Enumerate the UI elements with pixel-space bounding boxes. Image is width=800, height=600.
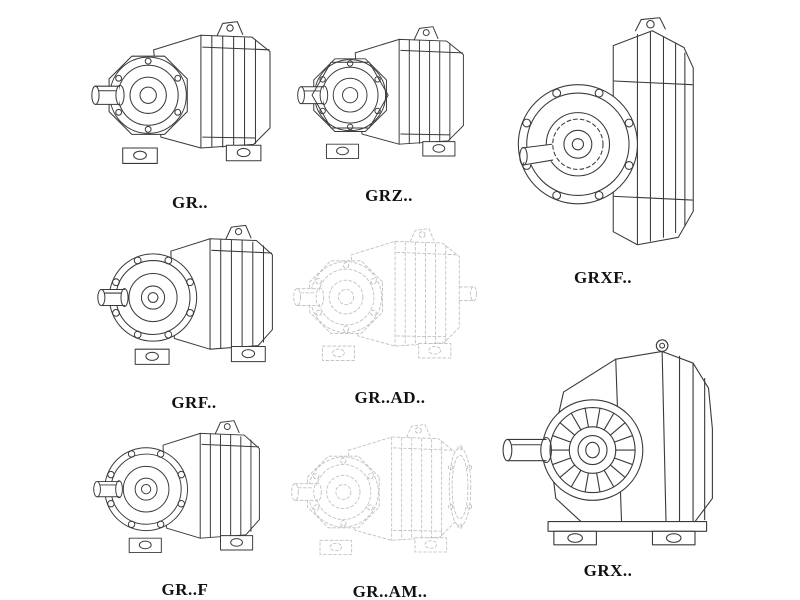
model-label-gr: GR.. bbox=[172, 192, 208, 212]
drawing-gr-am: GR..AM.. bbox=[290, 412, 490, 600]
flange-mounted-gearbox-illustration bbox=[517, 17, 694, 246]
gearbox-with-motor-flange-illustration bbox=[291, 424, 472, 555]
flange-gearbox-illustration bbox=[97, 224, 273, 365]
drawing-grx: GRX.. bbox=[492, 336, 724, 581]
drawing-grz: GRZ.. bbox=[296, 14, 482, 206]
model-label-grz: GRZ.. bbox=[365, 186, 413, 206]
model-label-gr-ad: GR..AD.. bbox=[354, 387, 426, 407]
foot-mounted-gearbox-illustration bbox=[91, 21, 271, 164]
drawing-gr-f: GR..F bbox=[92, 408, 278, 600]
motor-adapter-flange bbox=[447, 445, 472, 529]
foot-flange-gearbox-illustration bbox=[93, 420, 260, 554]
model-label-gr-f: GR..F bbox=[161, 580, 209, 600]
model-label-grxf: GRXF.. bbox=[573, 268, 633, 288]
model-label-gr-am: GR..AM.. bbox=[352, 581, 428, 600]
drawing-grf: GRF.. bbox=[96, 212, 292, 413]
drawing-grxf: GRXF.. bbox=[496, 14, 710, 288]
gearbox-with-adapter-illustration bbox=[293, 228, 478, 361]
foot-mounted-gearbox-illustration bbox=[297, 26, 464, 160]
drawing-gr: GR.. bbox=[90, 8, 290, 213]
large-gearbox-illustration bbox=[502, 339, 713, 546]
model-label-grf: GRF.. bbox=[171, 393, 217, 413]
input-adapter-shaft bbox=[458, 286, 478, 302]
model-label-grx: GRX.. bbox=[583, 561, 633, 581]
drawing-gr-ad: GR..AD.. bbox=[292, 216, 488, 408]
